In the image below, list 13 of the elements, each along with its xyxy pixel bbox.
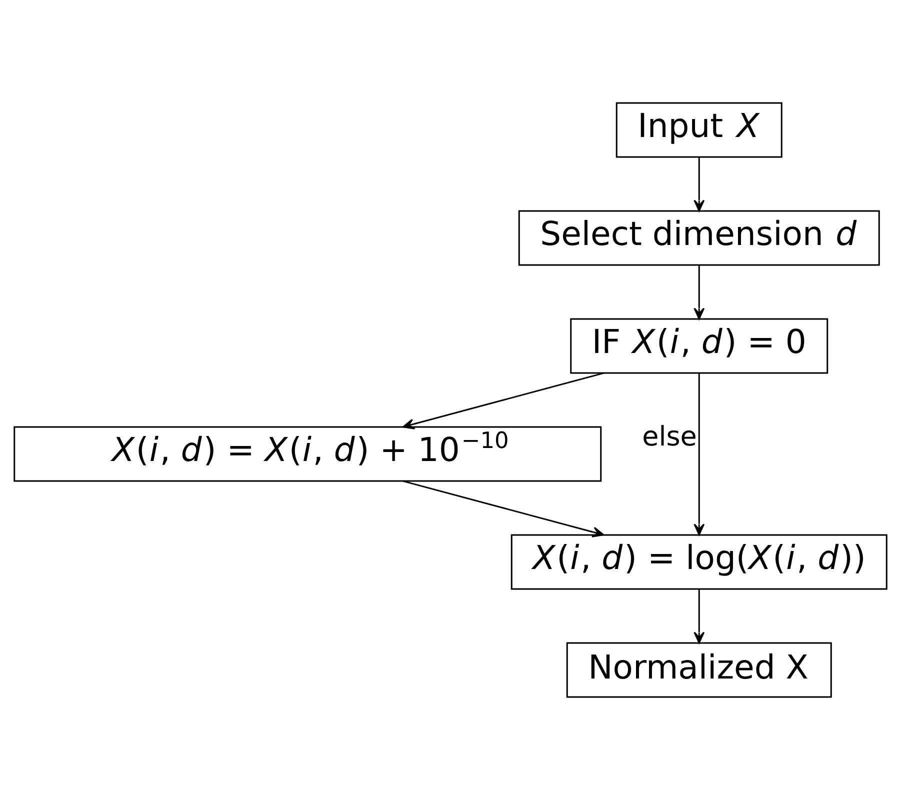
arrow [694, 372, 705, 535]
arrow [694, 588, 705, 644]
node-box: X(i, d) = log(X(i, d)) [510, 534, 888, 590]
node-box: IF X(i, d) = 0 [570, 318, 828, 374]
edge-label: else [642, 420, 697, 452]
arrow [694, 264, 705, 320]
node-box: Input X [616, 102, 782, 158]
node-box: Select dimension d [518, 210, 880, 266]
node-box: Normalized X [566, 642, 832, 698]
arrow [402, 372, 604, 429]
arrow [694, 156, 705, 212]
node-box: X(i, d) = X(i, d) + 10$^{−10}$ [14, 426, 602, 482]
arrow [402, 480, 604, 537]
